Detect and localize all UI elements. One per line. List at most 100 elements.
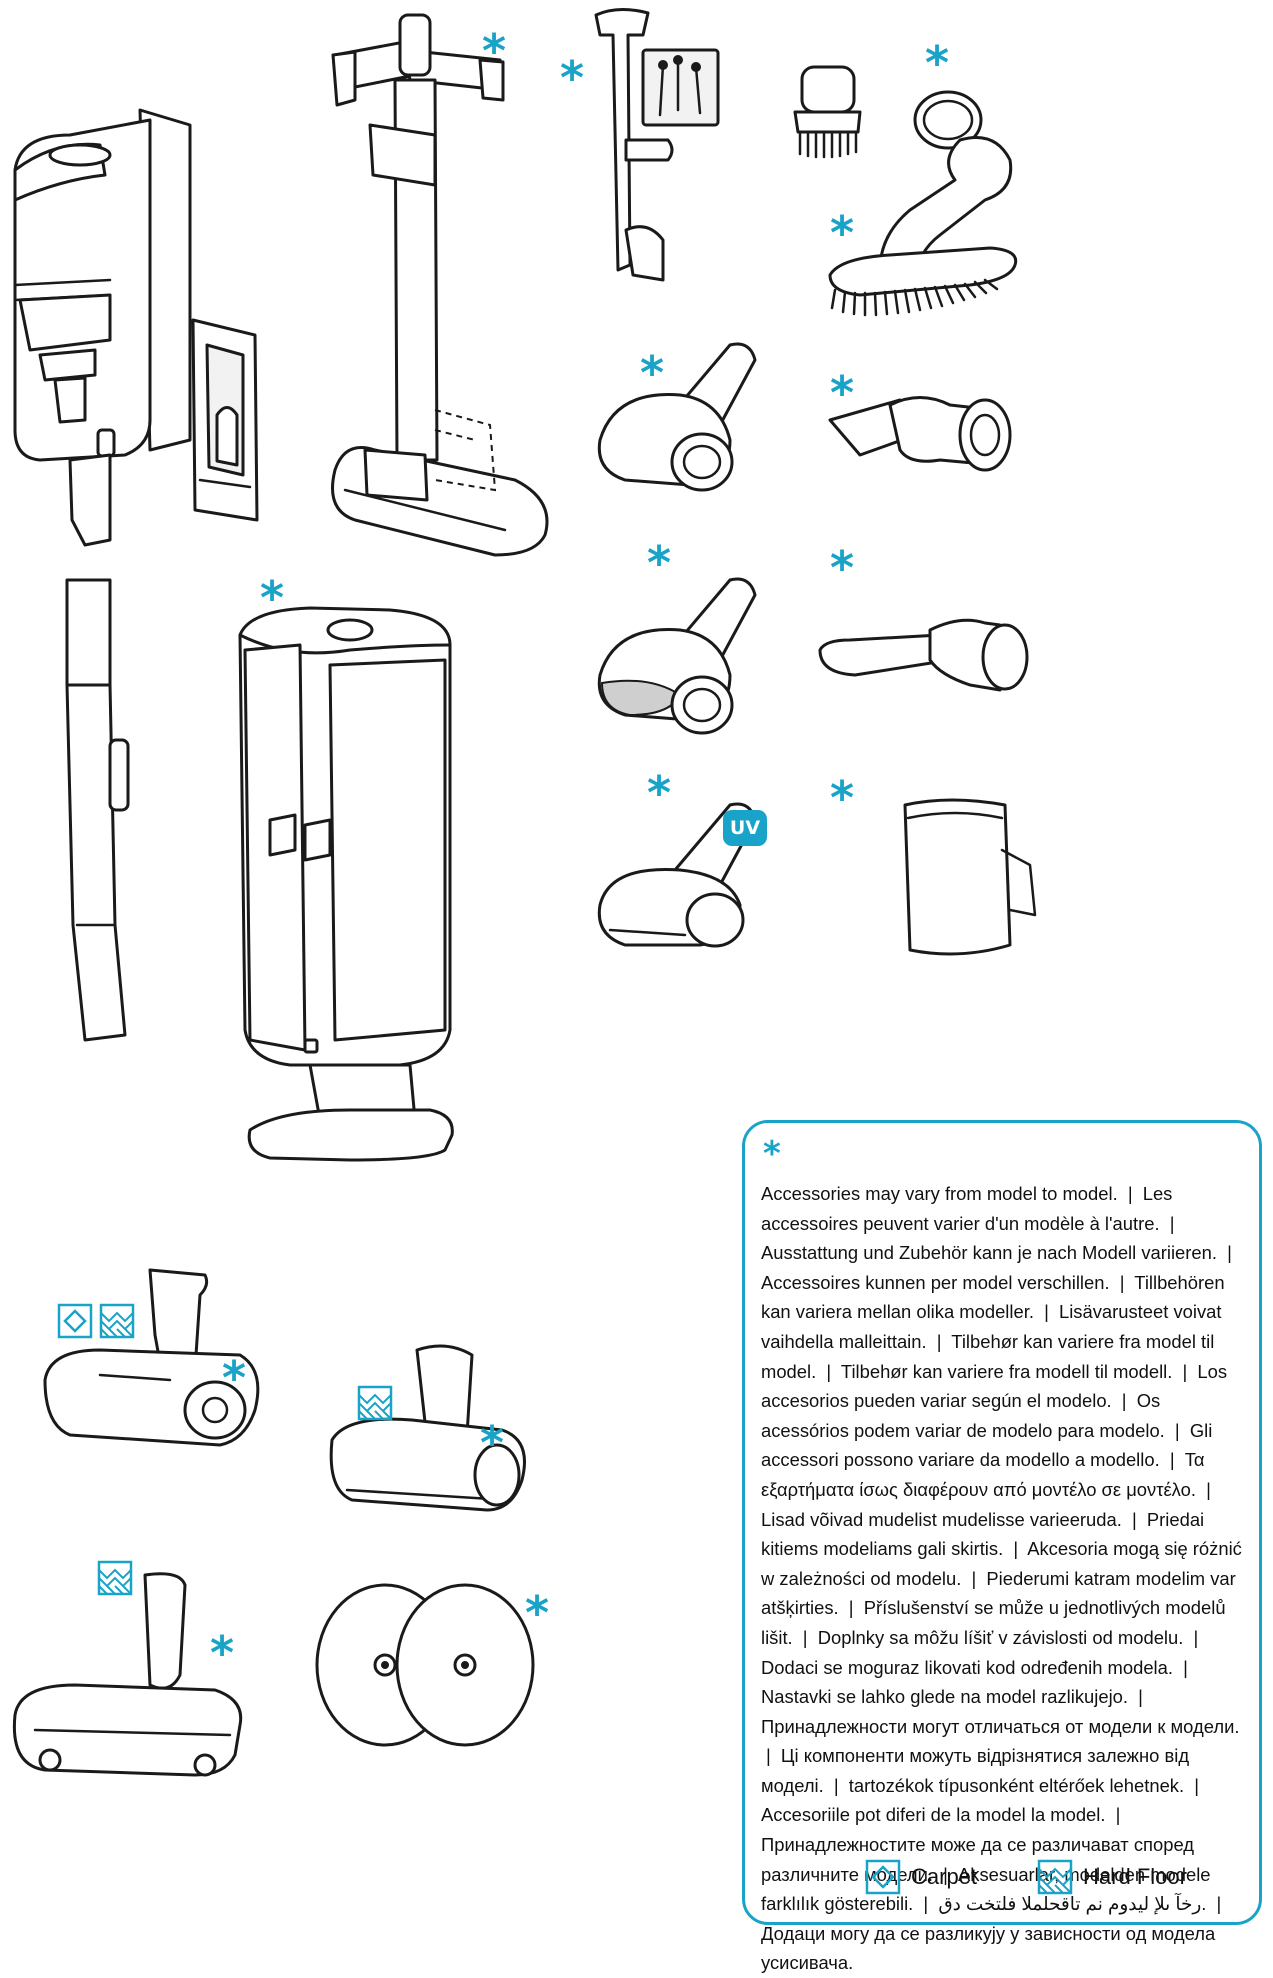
- legend-hard-floor-label: Hard Floor: [1083, 1864, 1187, 1889]
- hard-floor-icon: [99, 1303, 135, 1344]
- legend-item-hard-floor: Hard Floor: [1037, 1859, 1187, 1895]
- note-segment: Doplnky sa môžu líšiť v závislosti od mo…: [817, 1626, 1184, 1648]
- accessory-mark-pet-head: *: [647, 766, 672, 820]
- accessory-mark-hard-floor-head: *: [480, 1416, 505, 1470]
- note-separator: |: [943, 1863, 948, 1885]
- mop-head-illustration: [5, 1565, 255, 1805]
- note-segment: Les accessoires peuvent varier d'un modè…: [761, 1183, 1173, 1234]
- carpet-icon: [865, 1859, 901, 1895]
- note-separator: |: [802, 1626, 808, 1648]
- note-separator: |: [1169, 1449, 1175, 1471]
- filter-ring-illustration: [908, 85, 988, 155]
- mini-motorized-head-illustration: [590, 330, 770, 510]
- note-separator: |: [971, 1567, 977, 1589]
- extension-wand-illustration: [55, 575, 150, 1045]
- wall-mount-kit-illustration: [588, 5, 733, 290]
- hard-floor-head-illustration: [322, 1340, 542, 1525]
- accessory-mark-crevice-tool: *: [830, 541, 855, 595]
- motorized-pet-head-illustration: [590, 790, 780, 970]
- uv-mini-head-illustration: [590, 565, 770, 755]
- accessory-mark-dusting-brush: *: [830, 206, 855, 260]
- note-segment: Принадлежности могут отличаться от модел…: [761, 1715, 1240, 1737]
- note-separator: |: [1131, 1508, 1137, 1530]
- note-separator: |: [936, 1330, 942, 1352]
- handheld-vacuum-illustration: [0, 100, 230, 560]
- hard-floor-icon: [97, 1560, 133, 1601]
- auto-empty-station-illustration: [230, 590, 470, 1190]
- charging-stand-illustration: [315, 10, 565, 570]
- legend-item-carpet: Carpet: [865, 1859, 977, 1895]
- accessories-note-text: Accessories may vary from model to model…: [761, 1179, 1249, 1978]
- note-separator: |: [1193, 1626, 1199, 1648]
- accessory-mark-wall-kit: *: [560, 51, 585, 105]
- carpet-icon: [57, 1303, 93, 1344]
- note-segment: Τα εξαρτήματα ίσως διαφέρουν από μοντέλο…: [761, 1449, 1205, 1500]
- note-separator: |: [848, 1597, 854, 1619]
- note-segment: Tilbehør kan variere fra model til model…: [761, 1330, 1215, 1382]
- mini-brush-illustration: [790, 62, 870, 162]
- accessory-mark-carpet-head: *: [222, 1351, 247, 1405]
- note-segment: Accessories may vary from model to model…: [761, 1183, 1118, 1204]
- note-separator: |: [766, 1745, 771, 1767]
- note-segment: Tillbehören kan variera mellan olika mod…: [761, 1271, 1225, 1323]
- storage-bag-illustration: [890, 790, 1040, 970]
- note-separator: |: [833, 1774, 839, 1796]
- combination-tool-illustration: [820, 380, 1030, 490]
- note-separator: |: [1216, 1893, 1222, 1915]
- note-segment: رخآ ىلإ ليدوم نم تاقحلملا فلتخت دق.: [938, 1893, 1207, 1915]
- note-separator: |: [1115, 1804, 1121, 1826]
- uv-badge: UV: [723, 810, 767, 846]
- note-separator: |: [1174, 1419, 1180, 1441]
- note-asterisk: *: [763, 1134, 781, 1174]
- note-separator: |: [1183, 1656, 1188, 1678]
- note-separator: |: [1044, 1301, 1049, 1323]
- note-segment: tartozékok típusonként eltérőek lehetnek…: [848, 1774, 1185, 1796]
- note-segment: Dodaci se moguraz likovati kod određenih…: [761, 1656, 1173, 1678]
- floor-type-legend: Carpet Hard Floor: [865, 1859, 1187, 1895]
- note-separator: |: [1119, 1271, 1125, 1293]
- accessory-mark-filter-ring: *: [925, 36, 950, 90]
- carpet-floor-head-illustration: [40, 1260, 270, 1460]
- note-segment: Lisävarusteet voivat vaihdella malleitta…: [761, 1301, 1222, 1352]
- note-segment: Aksesuarlar, modelden modele farklılık g…: [761, 1863, 1211, 1915]
- note-separator: |: [1206, 1478, 1211, 1500]
- note-segment: Piederumi katram modelim var atšķirties.: [761, 1567, 1236, 1619]
- wall-bracket-illustration: [185, 315, 280, 535]
- note-separator: |: [1013, 1538, 1019, 1560]
- hard-floor-icon: [1037, 1859, 1073, 1895]
- note-separator: |: [826, 1360, 832, 1382]
- note-segment: Ці компоненти можуть відрізнятися залежн…: [761, 1745, 1190, 1796]
- accessory-mark-storage-bag: *: [830, 771, 855, 825]
- note-segment: Los accesorios pueden variar según el mo…: [761, 1360, 1228, 1412]
- note-segment: Akcesoria mogą się różnić w zależności o…: [761, 1538, 1242, 1589]
- note-segment: Nastavki se lahko glede na model razliku…: [761, 1686, 1128, 1708]
- note-segment: Gli accessori possono variare da modello…: [761, 1419, 1213, 1471]
- note-segment: Ausstattung und Zubehör kann je nach Mod…: [761, 1242, 1217, 1264]
- note-separator: |: [1194, 1774, 1200, 1796]
- note-separator: |: [1182, 1360, 1188, 1382]
- accessory-mark-uv-head: *: [647, 536, 672, 590]
- note-segment: Accesoriile pot diferi de la model la mo…: [761, 1804, 1106, 1826]
- crevice-tool-illustration: [810, 605, 1035, 705]
- note-segment: Tilbehør kan variere fra modell til mode…: [840, 1360, 1173, 1382]
- note-separator: |: [1227, 1242, 1232, 1264]
- note-segment: Příslušenství se může u jednotlivých mod…: [761, 1597, 1226, 1648]
- note-separator: |: [1121, 1390, 1127, 1412]
- note-segment: Os acessórios podem variar de modelo par…: [761, 1390, 1165, 1441]
- note-segment: Додаци могу да се разликују у зависности…: [761, 1922, 1216, 1974]
- accessory-mark-mop-pads: *: [525, 1586, 550, 1640]
- note-separator: |: [1138, 1686, 1143, 1708]
- accessory-mark-mop-head: *: [210, 1626, 235, 1680]
- legend-carpet-label: Carpet: [911, 1864, 978, 1889]
- note-separator: |: [1169, 1212, 1175, 1234]
- accessory-mark-station: *: [260, 571, 285, 625]
- accessories-note-box: * Accessories may vary from model to mod…: [742, 1120, 1262, 1973]
- accessory-mark-combination-tool: *: [830, 366, 855, 420]
- mop-pads-illustration: [310, 1580, 540, 1750]
- note-segment: Priedai kitiems modeliams gali skirtis.: [761, 1508, 1205, 1560]
- dusting-brush-illustration: [820, 130, 1030, 320]
- hard-floor-icon: [357, 1385, 393, 1426]
- accessory-mark-mini-head: *: [640, 346, 665, 400]
- note-separator: |: [1127, 1183, 1133, 1204]
- accessory-mark-stand: *: [482, 24, 507, 78]
